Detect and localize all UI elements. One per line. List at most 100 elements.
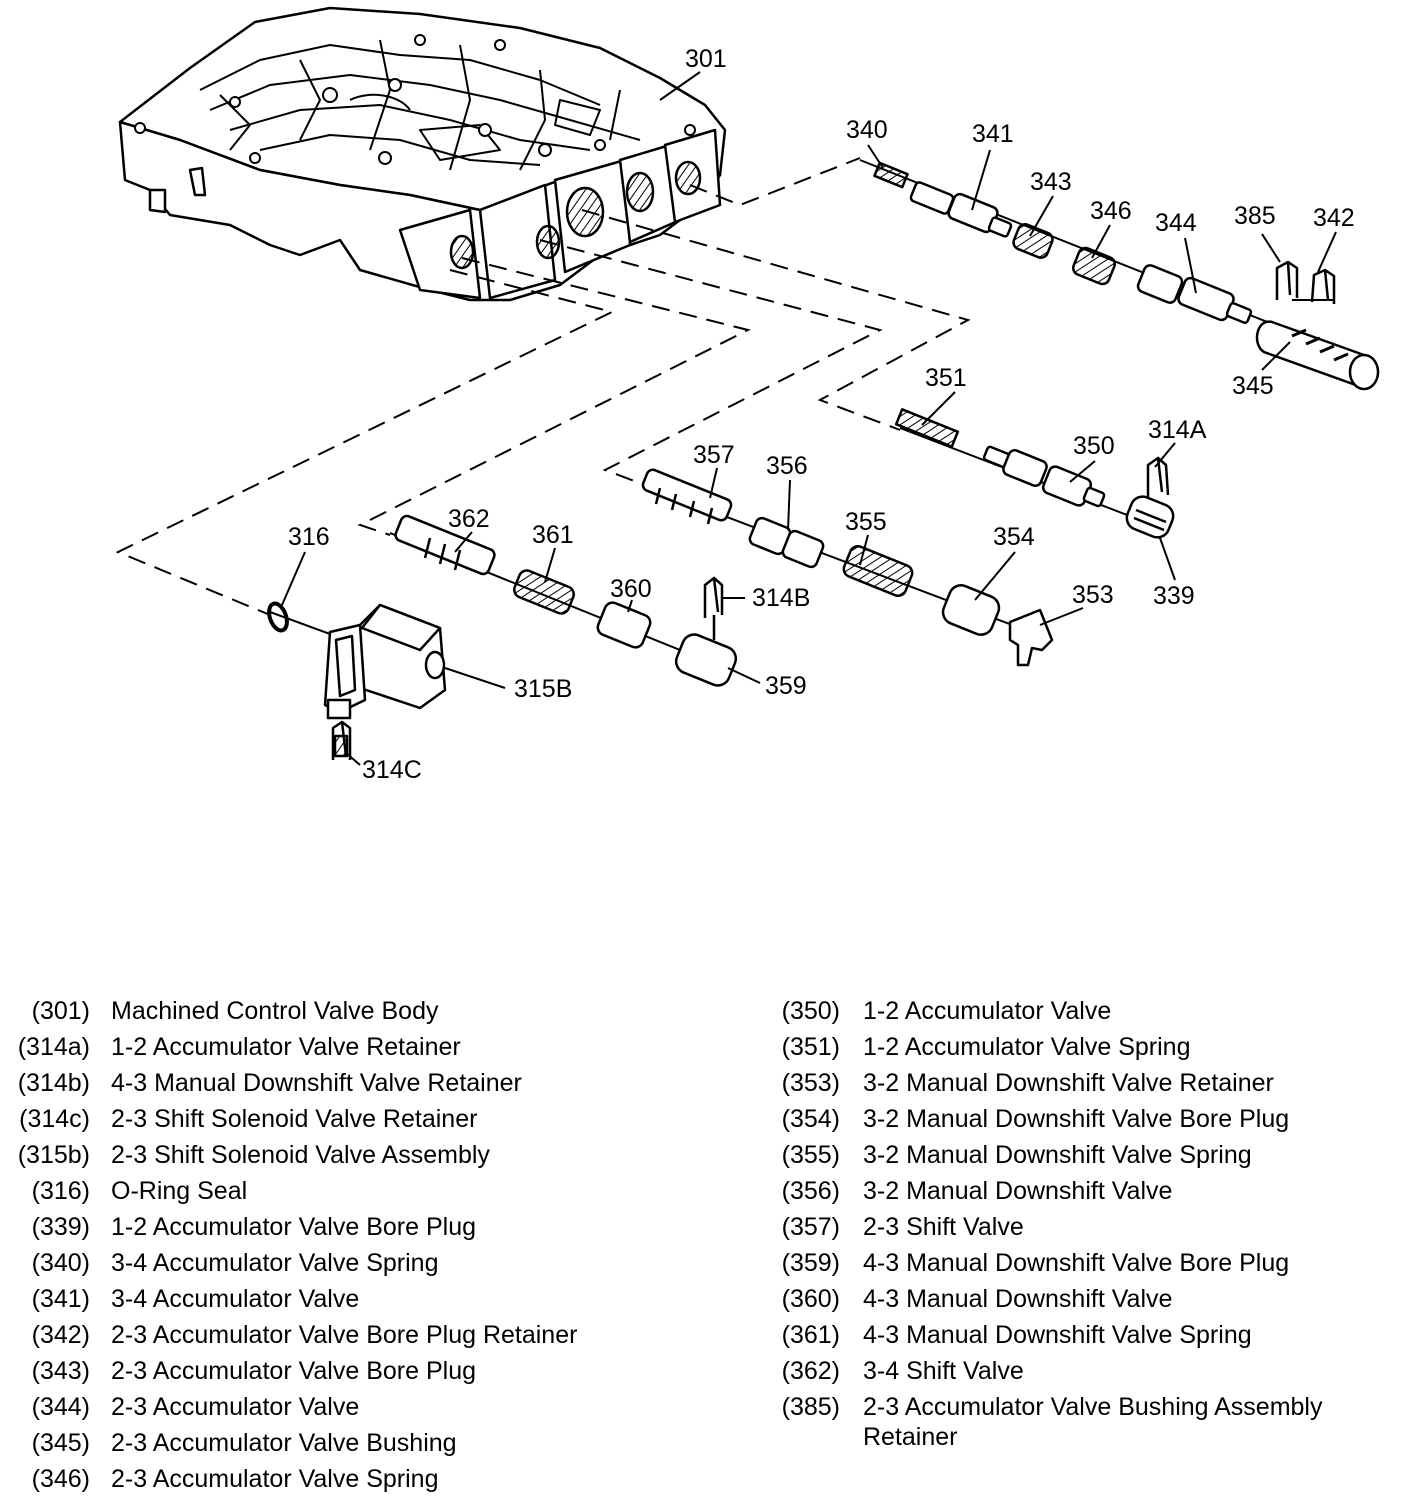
spring-340 [873,161,909,189]
callout-360: 360 [610,575,652,603]
legend-code: (316) [31,1177,90,1205]
accumulator-valve-341 [909,181,1013,238]
legend-description: O-Ring Seal [111,1177,248,1205]
bushing-345 [1255,320,1380,391]
assembly-path-lines [115,157,971,616]
callout-341: 341 [972,120,1014,148]
legend-description: 4-3 Manual Downshift Valve Bore Plug [863,1249,1290,1277]
legend-description: 3-2 Manual Downshift Valve [863,1177,1173,1205]
legend-code: (340) [31,1249,90,1277]
legend-code: (301) [31,997,90,1025]
callout-340: 340 [846,116,888,144]
legend-code: (314a) [17,1033,90,1061]
legend-code: (315b) [17,1141,90,1169]
callout-346: 346 [1090,197,1132,225]
legend-description: 3-2 Manual Downshift Valve Spring [863,1141,1252,1169]
legend-description-continued: Retainer [863,1423,958,1451]
legend-code: (357) [781,1213,840,1241]
shift-valve-362 [394,514,496,576]
callout-359: 359 [765,672,807,700]
callout-343: 343 [1030,168,1072,196]
legend-description: 2-3 Accumulator Valve Bushing Assembly [863,1393,1323,1421]
callout-385: 385 [1234,202,1276,230]
legend-code: (314b) [17,1069,90,1097]
legend-description: 3-2 Manual Downshift Valve Retainer [863,1069,1274,1097]
legend-code: (356) [781,1177,840,1205]
callout-314c: 314C [362,756,422,784]
downshift-valve-360 [596,601,652,649]
legend-code: (359) [781,1249,840,1277]
legend-description: Machined Control Valve Body [111,997,439,1025]
legend-code: (360) [781,1285,840,1313]
spring-346 [1072,246,1116,286]
callout-362: 362 [448,505,490,533]
callout-356: 356 [766,452,808,480]
legend-description: 1-2 Accumulator Valve Bore Plug [111,1213,477,1241]
bore-plug-354 [941,584,1001,636]
legend-code: (339) [31,1213,90,1241]
legend-description: 4-3 Manual Downshift Valve Spring [863,1321,1252,1349]
legend-code: (343) [31,1357,90,1385]
o-ring-316 [267,601,289,633]
spring-361 [513,569,575,615]
retainer-385 [1275,260,1299,300]
retainer-353 [1008,608,1054,667]
callout-345: 345 [1232,372,1274,400]
bore-plug-343 [1012,223,1054,259]
callout-351: 351 [925,364,967,392]
callout-315b: 315B [514,675,572,703]
exploded-view-diagram: 301 340 341 343 346 344 385 342 345 351 … [115,6,1380,784]
retainer-314c [331,720,352,760]
retainer-314b [703,576,724,640]
callout-344: 344 [1155,209,1197,237]
legend-code: (351) [781,1033,840,1061]
callout-361: 361 [532,521,574,549]
callout-342: 342 [1313,204,1355,232]
legend-description: 4-3 Manual Downshift Valve Retainer [111,1069,522,1097]
legend-code: (353) [781,1069,840,1097]
legend-code: (354) [781,1105,840,1133]
legend-code: (345) [31,1429,90,1457]
callout-314a: 314A [1148,416,1207,444]
bore-plug-339 [1125,495,1175,539]
callout-301: 301 [685,45,727,73]
legend-description: 3-4 Shift Valve [863,1357,1024,1385]
legend-description: 1-2 Accumulator Valve Retainer [111,1033,461,1061]
legend-description: 3-4 Accumulator Valve Spring [111,1249,439,1277]
legend-description: 1-2 Accumulator Valve Spring [863,1033,1191,1061]
legend-code: (314c) [19,1105,90,1133]
callout-339: 339 [1153,582,1195,610]
legend-description: 2-3 Shift Solenoid Valve Assembly [111,1141,490,1169]
legend-description: 3-2 Manual Downshift Valve Bore Plug [863,1105,1290,1133]
shift-valve-357 [641,468,733,525]
accumulator-valve-344 [1136,264,1253,324]
callout-353: 353 [1072,581,1114,609]
callout-354: 354 [993,523,1035,551]
callout-350: 350 [1073,432,1115,460]
accumulator-valve-350 [982,445,1106,508]
spring-355 [842,544,914,598]
callout-355: 355 [845,508,887,536]
legend-description: 1-2 Accumulator Valve [863,997,1112,1025]
callout-316: 316 [288,523,330,551]
legend-description: 4-3 Manual Downshift Valve [863,1285,1173,1313]
legend-code: (385) [781,1393,840,1421]
legend-code: (344) [31,1393,90,1421]
solenoid-assembly-315b [323,603,447,720]
leader-lines [281,71,1337,766]
legend-code: (355) [781,1141,840,1169]
legend-description: 2-3 Accumulator Valve [111,1393,360,1421]
legend-description: 2-3 Accumulator Valve Spring [111,1465,439,1493]
callout-314b: 314B [752,584,810,612]
downshift-valve-356 [748,516,825,569]
legend-code: (361) [781,1321,840,1349]
valve-body-301 [118,6,727,302]
callout-357: 357 [693,441,735,469]
legend-description: 2-3 Shift Valve [863,1213,1024,1241]
legend-description: 3-4 Accumulator Valve [111,1285,360,1313]
legend-code: (350) [781,997,840,1025]
retainer-342 [1310,268,1336,304]
legend-code: (346) [31,1465,90,1493]
callout-labels: 301 340 341 343 346 344 385 342 345 351 … [288,45,1355,784]
spring-351 [894,408,960,448]
